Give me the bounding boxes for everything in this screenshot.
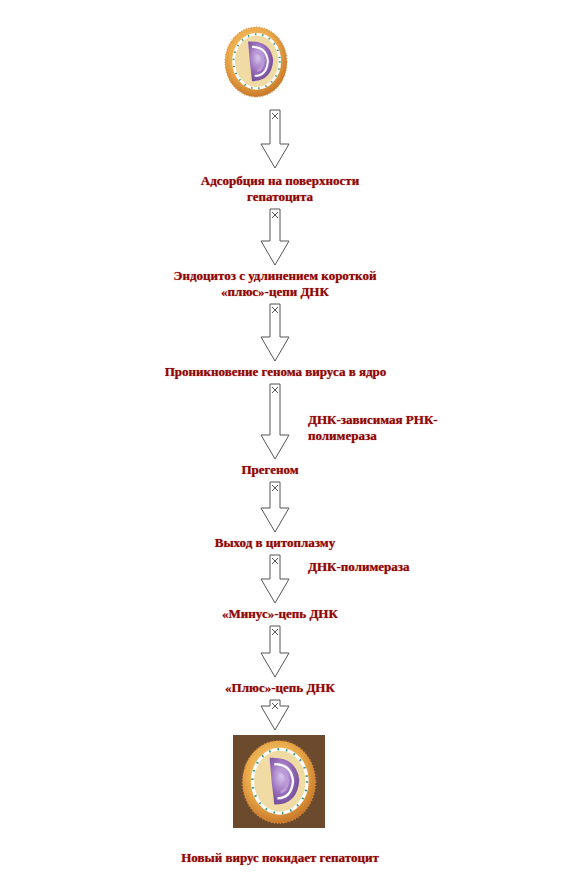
flow-arrow bbox=[261, 384, 289, 459]
flow-step: Новый вирус покидает гепатоцит bbox=[160, 733, 400, 866]
step-text: Новый вирус покидает гепатоцит bbox=[160, 850, 400, 866]
flow-step: «Плюс»-цепь ДНК bbox=[180, 680, 380, 696]
step-text: Адсорбция на поверхности гепатоцита bbox=[195, 173, 365, 205]
flow-step: Эндоцитоз с удлинением короткой «плюс»-ц… bbox=[150, 268, 400, 300]
step-text: «Минус»-цепь ДНК bbox=[180, 606, 380, 622]
enzyme-label: ДНК-полимераза bbox=[308, 559, 443, 575]
flow-arrow bbox=[261, 482, 289, 532]
entry-arrow bbox=[261, 110, 289, 168]
flow-step: Прегеном bbox=[195, 462, 345, 478]
step-text: Эндоцитоз с удлинением короткой «плюс»-ц… bbox=[150, 268, 400, 300]
flow-step: Выход в цитоплазму bbox=[175, 535, 375, 551]
step-text: «Плюс»-цепь ДНК bbox=[180, 680, 380, 696]
step-text: Выход в цитоплазму bbox=[175, 535, 375, 551]
enzyme-label: ДНК-зависимая РНК-полимераза bbox=[308, 412, 443, 444]
step-text: Прегеном bbox=[195, 462, 345, 478]
flow-step: Проникновение генома вируса в ядро bbox=[163, 364, 388, 380]
flow-arrow bbox=[261, 304, 289, 361]
virus-image-background bbox=[233, 735, 325, 828]
flow-arrow bbox=[261, 209, 289, 265]
flow-arrow bbox=[261, 700, 289, 730]
flow-step: Адсорбция на поверхности гепатоцита bbox=[195, 173, 365, 205]
new-virus-illustration bbox=[242, 741, 315, 824]
flow-step: «Минус»-цепь ДНК bbox=[180, 606, 380, 622]
step-text: Проникновение генома вируса в ядро bbox=[163, 364, 388, 380]
flow-arrow bbox=[261, 626, 289, 677]
flow-arrow bbox=[261, 555, 289, 603]
virus-illustration bbox=[225, 27, 287, 97]
